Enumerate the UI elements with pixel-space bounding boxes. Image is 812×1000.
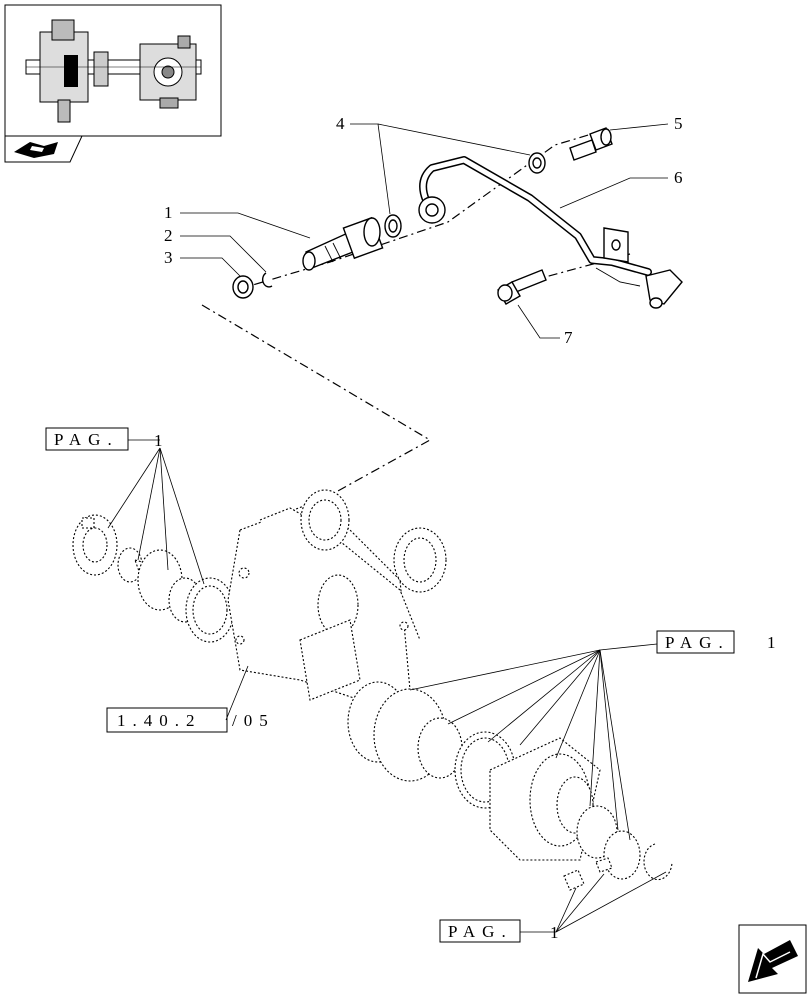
svg-text:PAG.: PAG. — [54, 430, 119, 449]
svg-text:1.40.2: 1.40.2 — [117, 711, 202, 730]
fitting-1 — [302, 216, 384, 271]
svg-text:/05: /05 — [232, 711, 275, 730]
callout-4: 4 — [336, 114, 345, 133]
axle-assembly-thumbnail[interactable] — [4, 4, 222, 137]
callout-7: 7 — [564, 328, 573, 347]
ref-pag-right[interactable]: PAG. 1 — [409, 630, 776, 841]
callout-6: 6 — [674, 168, 683, 187]
callout-3: 3 — [164, 248, 173, 267]
callout-2: 2 — [164, 226, 173, 245]
callout-5: 5 — [674, 114, 683, 133]
ref-section-1-40-2-05[interactable]: 1.40.2 /05 — [106, 665, 275, 733]
snap-ring-2 — [261, 272, 273, 288]
axle-housing — [227, 489, 447, 701]
brake-pipe-6 — [418, 156, 683, 309]
book-icon[interactable] — [4, 135, 83, 163]
next-page-arrow-icon[interactable] — [738, 924, 807, 994]
banjo-bolt-5 — [569, 127, 613, 161]
callout-1: 1 — [164, 203, 173, 222]
ref-pag-bottom[interactable]: PAG. 1 — [439, 871, 667, 943]
right-hub-group — [347, 681, 673, 891]
bolt-7 — [497, 269, 547, 305]
svg-text:1: 1 — [550, 923, 559, 942]
svg-text:PAG.: PAG. — [665, 633, 730, 652]
svg-text:PAG.: PAG. — [448, 922, 513, 941]
ref-pag-top-left[interactable]: PAG. 1 — [45, 427, 205, 585]
svg-text:1: 1 — [154, 431, 163, 450]
left-gear-group — [72, 514, 235, 643]
svg-text:1: 1 — [767, 633, 776, 652]
